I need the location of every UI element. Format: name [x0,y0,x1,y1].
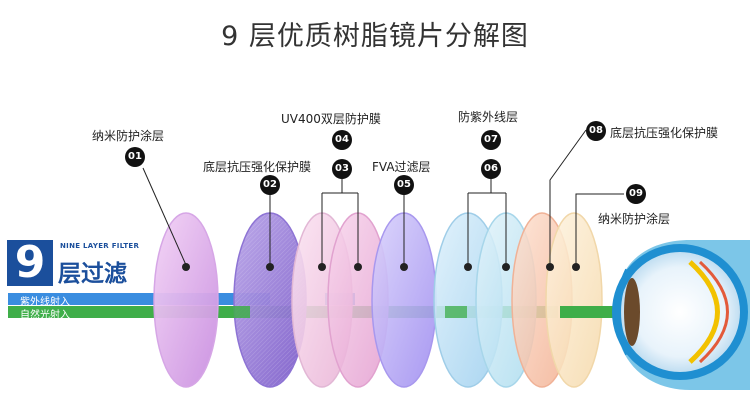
page-title: 9 层优质树脂镜片分解图 [221,21,529,52]
uv-beam-label: 紫外线射入 [20,297,70,308]
layer-05-label: FVA过滤层 [372,160,431,174]
callout-line-08 [549,129,587,265]
logo-number: 9 [7,240,53,286]
callout-line-09 [575,193,624,265]
layer-01-badge: 01 [125,147,145,167]
callout-line-01 [142,167,187,266]
layer-09-badge: 09 [626,184,646,204]
lens-09 [545,212,603,388]
light-beam-over-lens [445,306,467,318]
layer-04-label: UV400双层防护膜 [281,112,381,126]
lens-dots [182,263,580,271]
layer-02-badge: 02 [260,175,280,195]
callout-lines [142,129,624,266]
light-beam-over-lens [228,306,250,318]
lens-02 [233,212,307,388]
light-beam-label: 自然光射入 [20,310,70,321]
layer-09-label: 纳米防护涂层 [598,212,671,226]
layer-01-label: 纳米防护涂层 [92,129,165,143]
layer-04-badge: 04 [332,130,352,150]
layer-06-badge: 06 [481,159,501,179]
lens-01 [153,212,219,388]
logo-english-text: NINE LAYER FILTER [60,242,140,250]
callout-line-06 [467,168,507,265]
layer-07-label: 防紫外线层 [458,110,519,124]
layer-08-label: 底层抗压强化保护膜 [610,126,719,140]
layer-02-label: 底层抗压强化保护膜 [203,160,312,174]
layer-08-badge: 08 [586,121,606,141]
layer-07-badge: 07 [481,130,501,150]
eye-illustration [612,240,750,390]
layer-03-badge: 03 [332,159,352,179]
layer-05-badge: 05 [394,175,414,195]
callout-line-03 [321,169,359,265]
logo-chinese-text: 层过滤 [58,261,127,287]
